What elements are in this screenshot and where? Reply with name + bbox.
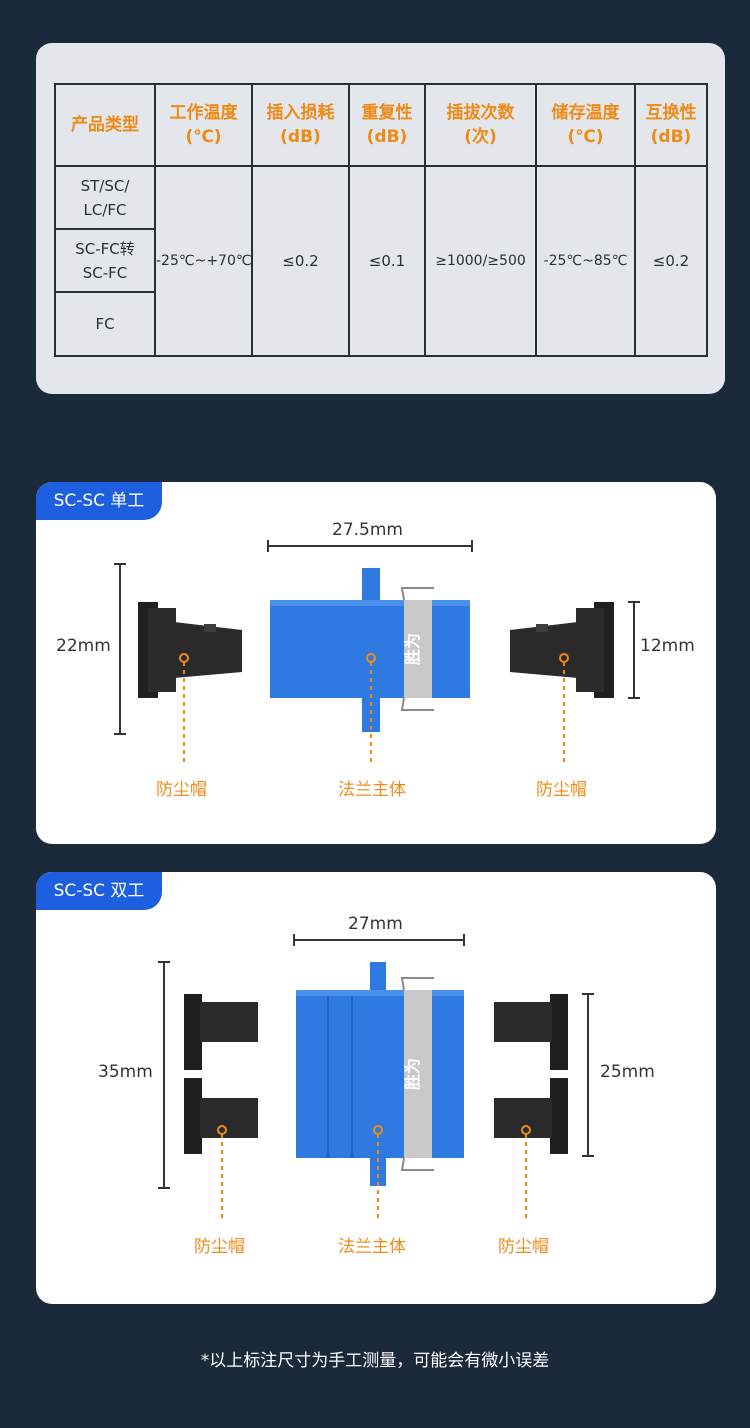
right-height-label: 12mm	[640, 636, 695, 656]
left-dust-cap	[138, 602, 242, 698]
insertion-loss-value: ≤0.2	[251, 165, 350, 357]
left-cap-label: 防尘帽	[156, 780, 207, 800]
header-working-temp: 工作温度(℃)	[154, 83, 253, 167]
flange-label: 法兰主体	[338, 780, 406, 800]
product-type-cell: FC	[54, 291, 156, 357]
simplex-card: SC-SC 单工	[36, 482, 716, 844]
duplex-card: SC-SC 双工	[36, 872, 716, 1304]
table-row: FC	[54, 291, 707, 357]
header-repeatability: 重复性(dB)	[348, 83, 426, 167]
left-dust-caps	[184, 994, 258, 1154]
left-height-label: 35mm	[98, 1062, 153, 1082]
product-type-cell: ST/SC/LC/FC	[54, 165, 156, 230]
spec-table: 产品类型 工作温度(℃) 插入损耗(dB) 重复性(dB) 插拔次数(次) 储存…	[54, 83, 708, 357]
table-row: ST/SC/LC/FC -25℃~+70℃ ≤0.2 ≤0.1 ≥1000/≥5…	[54, 165, 708, 357]
width-dimension-line	[293, 934, 465, 946]
left-height-dimension-line	[114, 563, 126, 735]
right-height-label: 25mm	[600, 1062, 655, 1082]
flange-label: 法兰主体	[338, 1237, 406, 1257]
simplex-tag: SC-SC 单工	[36, 482, 162, 520]
left-height-label: 22mm	[56, 636, 111, 656]
plug-cycles-value: ≥1000/≥500	[424, 165, 537, 357]
flange-body	[296, 962, 464, 1186]
right-cap-label: 防尘帽	[498, 1237, 549, 1257]
repeatability-value: ≤0.1	[348, 165, 426, 357]
header-storage-temp: 储存温度(℃)	[535, 83, 636, 167]
width-label: 27mm	[348, 914, 403, 934]
callout-dots	[217, 1125, 531, 1135]
duplex-diagram: 胜为	[158, 934, 594, 1222]
storage-temp-value: -25℃~85℃	[535, 165, 636, 357]
simplex-diagram: 胜为	[114, 540, 640, 764]
footnote: *以上标注尺寸为手工测量，可能会有微小误差	[200, 1351, 550, 1371]
header-product-type: 产品类型	[54, 83, 156, 167]
callout-dots	[179, 653, 569, 663]
left-height-dimension-line	[158, 961, 170, 1189]
right-cap-label: 防尘帽	[536, 780, 587, 800]
brand-mark: 胜为	[403, 633, 422, 665]
header-interchangeability: 互换性(dB)	[634, 83, 708, 167]
width-dimension-line	[267, 540, 473, 552]
right-dust-caps	[494, 994, 568, 1154]
right-dust-cap	[510, 602, 614, 698]
right-height-dimension-line	[582, 993, 594, 1157]
spec-card: 产品类型 工作温度(℃) 插入损耗(dB) 重复性(dB) 插拔次数(次) 储存…	[36, 43, 725, 394]
flange-body	[270, 568, 470, 732]
left-cap-label: 防尘帽	[194, 1237, 245, 1257]
duplex-tag: SC-SC 双工	[36, 872, 162, 910]
interchangeability-value: ≤0.2	[634, 165, 708, 357]
header-plug-cycles: 插拔次数(次)	[424, 83, 537, 167]
brand-mark: 胜为	[403, 1058, 422, 1090]
width-label: 27.5mm	[332, 520, 403, 540]
header-insertion-loss: 插入损耗(dB)	[251, 83, 350, 167]
callout-leaders	[221, 1134, 527, 1222]
right-height-dimension-line	[628, 601, 640, 699]
working-temp-value: -25℃~+70℃	[154, 165, 253, 357]
callout-leaders	[183, 662, 565, 764]
spec-header-row: 产品类型 工作温度(℃) 插入损耗(dB) 重复性(dB) 插拔次数(次) 储存…	[54, 83, 708, 167]
